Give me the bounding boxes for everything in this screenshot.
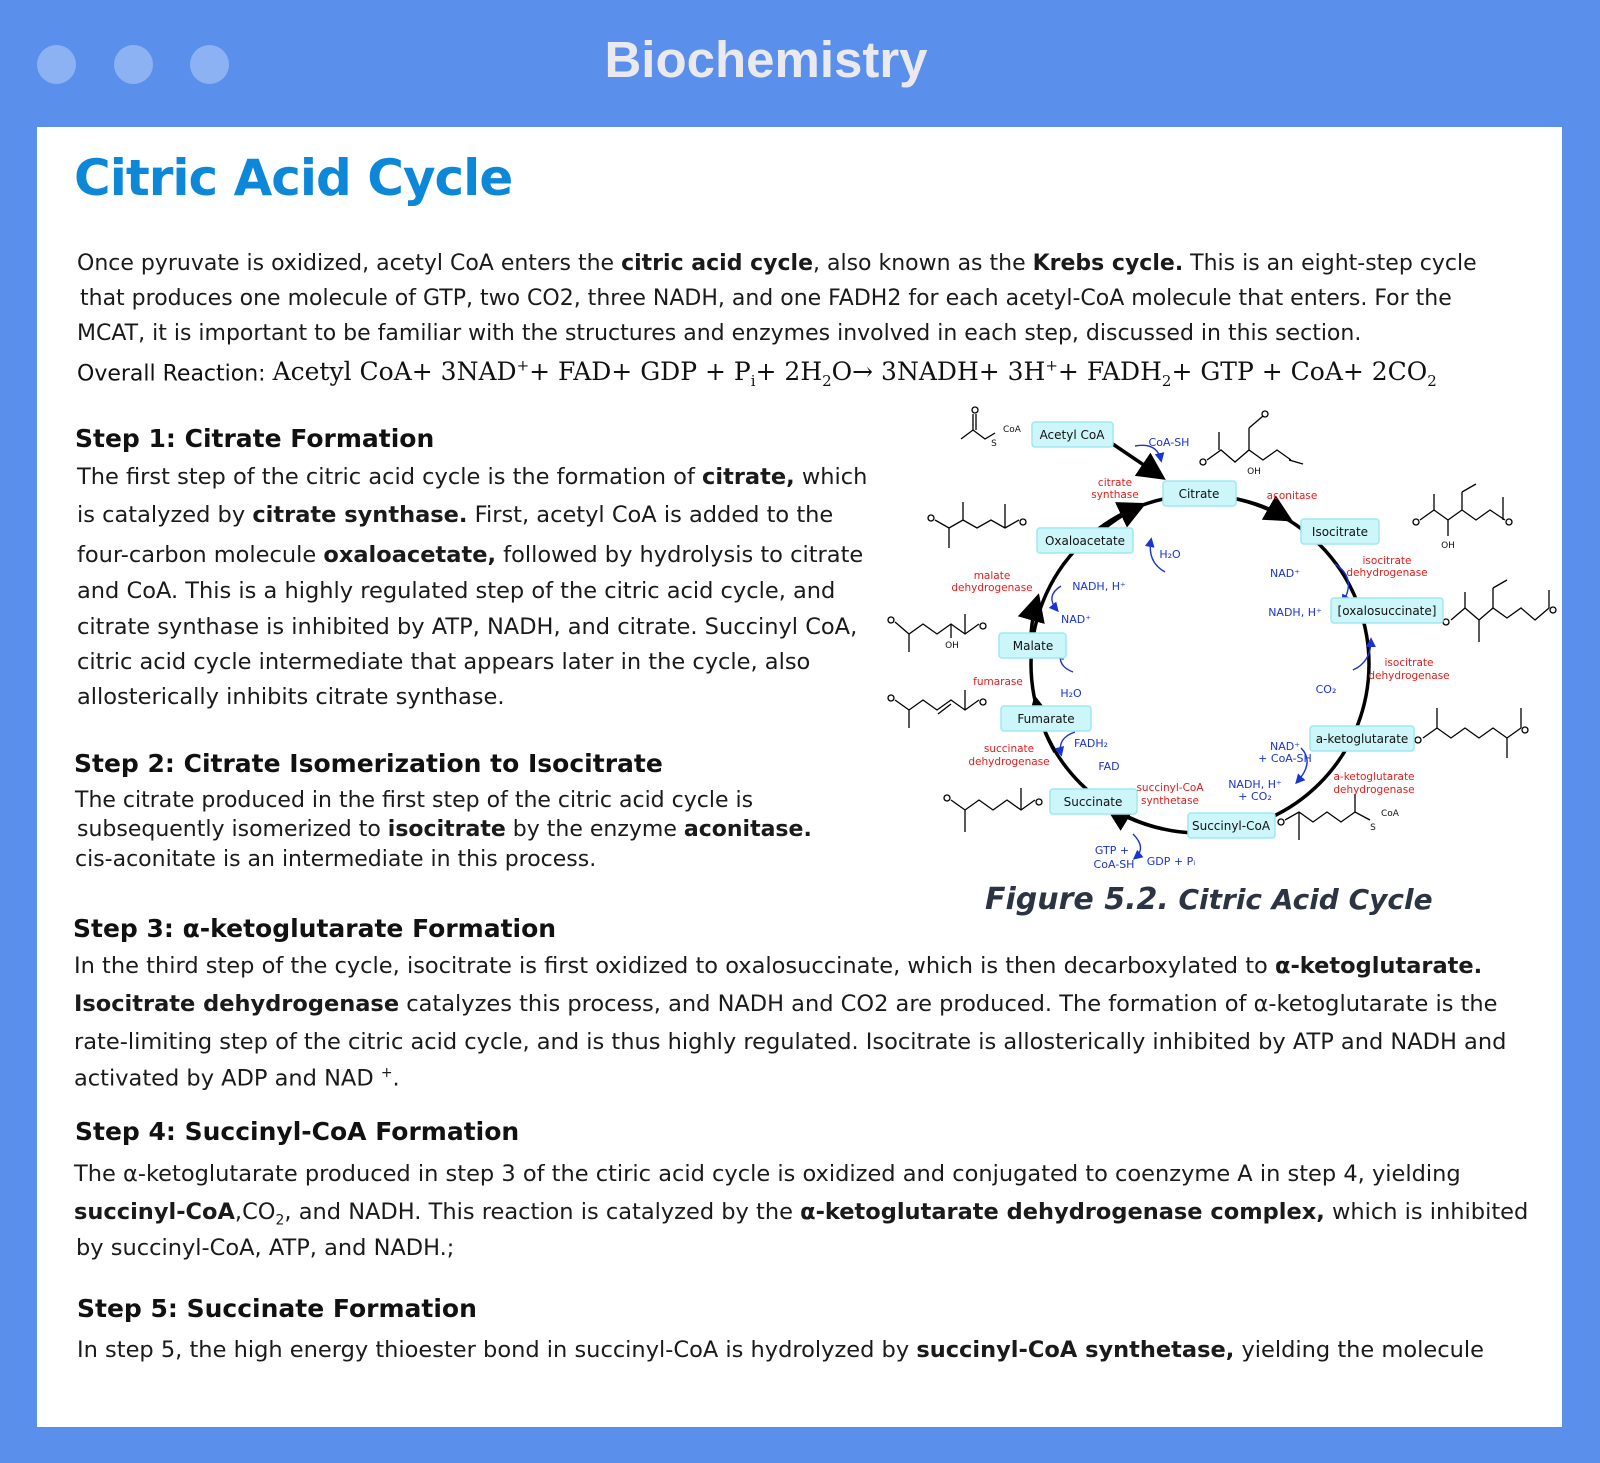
step4-heading: Step 4: Succinyl-CoA Formation (75, 1117, 520, 1146)
intermediate-succinyl-coa: Succinyl-CoA (1187, 812, 1276, 839)
window-titlebar: Biochemistry (0, 0, 1600, 127)
svg-text:H₂O: H₂O (1060, 687, 1082, 700)
step1-heading: Step 1: Citrate Formation (75, 424, 435, 453)
enzyme-fumarase: fumarase (973, 676, 1023, 688)
intro-paragraph: Once pyruvate is oxidized, acetyl CoA en… (77, 246, 1477, 351)
intro-line-3: MCAT, it is important to be familiar wit… (77, 321, 1362, 346)
enzyme-aconitase: aconitase (1267, 490, 1318, 502)
step2-paragraph: The citrate produced in the first step o… (75, 788, 812, 872)
svg-text:S: S (1370, 823, 1376, 833)
oxaloacetate-structure (927, 502, 1027, 548)
step5-paragraph: In step 5, the high energy thioester bon… (77, 1337, 1484, 1363)
enzyme-icdh-a-l2: dehydrogenase (1346, 567, 1427, 579)
svg-text:OH: OH (1247, 467, 1261, 477)
svg-text:Isocitrate: Isocitrate (1312, 525, 1368, 539)
step3-paragraph: In the third step of the cycle, isocitra… (74, 953, 1507, 1092)
enzyme-sdh-l2: dehydrogenase (968, 756, 1049, 768)
succinate-structure (943, 788, 1043, 832)
svg-text:H₂O: H₂O (1159, 548, 1181, 561)
svg-text:CO₂: CO₂ (1316, 683, 1337, 696)
svg-text:FADH₂: FADH₂ (1074, 737, 1108, 750)
svg-text:CoA: CoA (1003, 425, 1022, 435)
enzyme-scs-l1: succinyl-CoA (1136, 782, 1204, 794)
window-maximize-button[interactable] (190, 45, 229, 84)
malate-structure (887, 614, 987, 652)
citric-acid-cycle-diagram: S CoA OH OH (887, 406, 1557, 871)
svg-text:NADH, H⁺: NADH, H⁺ (1072, 580, 1126, 593)
svg-text:NAD⁺: NAD⁺ (1270, 740, 1300, 753)
svg-text:+ CO₂: + CO₂ (1238, 790, 1271, 803)
svg-text:a-ketoglutarate: a-ketoglutarate (1316, 732, 1409, 746)
svg-text:Fumarate: Fumarate (1017, 712, 1074, 726)
enzyme-scs-l2: synthetase (1141, 795, 1199, 807)
enzyme-akgdh-l1: a-ketoglutarate (1333, 771, 1414, 783)
intermediate-citrate: Citrate (1162, 480, 1237, 507)
window-minimize-button[interactable] (114, 45, 153, 84)
overall-reaction-equation: Acetyl CoA+ 3NAD++ FAD+ GDP + Pi+ 2H2O→ … (272, 357, 1437, 391)
window-title: Biochemistry (604, 31, 928, 88)
intro-line-2: that produces one molecule of GTP, two C… (80, 286, 1452, 311)
window-close-button[interactable] (37, 45, 76, 84)
enzyme-sdh-l1: succinate (984, 743, 1034, 755)
enzyme-icdh-a-l1: isocitrate (1363, 555, 1412, 567)
svg-text:Acetyl CoA: Acetyl CoA (1040, 428, 1106, 442)
page-title: Citric Acid Cycle (74, 149, 513, 207)
enzyme-citrate-synthase-l2: synthase (1091, 489, 1138, 501)
intermediate-isocitrate: Isocitrate (1300, 518, 1380, 545)
svg-text:FAD: FAD (1098, 760, 1119, 773)
intermediate-oxalosuccinate: [oxalosuccinate] (1330, 597, 1444, 624)
succinyl-coa-structure (1277, 794, 1371, 840)
step2-heading: Step 2: Citrate Isomerization to Isocitr… (74, 749, 663, 778)
fumarate-structure (887, 690, 987, 728)
svg-text:S: S (991, 439, 997, 449)
intermediate-fumarate: Fumarate (1000, 705, 1092, 732)
overall-reaction-label: Overall Reaction: (77, 361, 273, 387)
svg-text:NADH, H⁺: NADH, H⁺ (1268, 606, 1322, 619)
svg-text:Malate: Malate (1013, 639, 1053, 653)
figure-caption: Figure 5.2. Citric Acid Cycle (985, 882, 1433, 917)
step5-heading: Step 5: Succinate Formation (77, 1294, 477, 1323)
enzyme-akgdh-l2: dehydrogenase (1333, 784, 1414, 796)
enzyme-mdh-l2: dehydrogenase (951, 582, 1032, 594)
intermediate-oxaloacetate: Oxaloacetate (1036, 527, 1134, 554)
intermediate-succinate: Succinate (1049, 788, 1138, 815)
enzyme-icdh-b-l1: isocitrate (1385, 657, 1434, 669)
svg-text:Succinyl-CoA: Succinyl-CoA (1192, 819, 1271, 833)
citrate-structure (1199, 410, 1304, 466)
svg-text:CoA-SH: CoA-SH (1094, 858, 1135, 871)
svg-text:GTP +: GTP + (1095, 844, 1129, 857)
intermediate-acetyl-coa: Acetyl CoA (1031, 421, 1114, 448)
citric-acid-cycle-figure: S CoA OH OH (865, 402, 1562, 922)
svg-text:Citrate: Citrate (1179, 487, 1220, 501)
intermediate-a-ketoglutarate: a-ketoglutarate (1309, 725, 1415, 752)
enzyme-citrate-synthase-l1: citrate (1098, 477, 1132, 489)
isocitrate-structure (1412, 483, 1513, 536)
svg-text:NADH, H⁺: NADH, H⁺ (1228, 778, 1282, 791)
step3-heading: Step 3: α-ketoglutarate Formation (73, 914, 557, 943)
enzyme-mdh-l1: malate (974, 570, 1011, 582)
svg-text:OH: OH (945, 641, 959, 651)
svg-text:GDP + Pᵢ: GDP + Pᵢ (1147, 855, 1195, 868)
intermediate-malate: Malate (998, 632, 1067, 659)
intro-line-1: Once pyruvate is oxidized, acetyl CoA en… (77, 251, 1477, 276)
oxalosuccinate-structure (1442, 579, 1557, 642)
step4-paragraph: The α-ketoglutarate produced in step 3 o… (74, 1161, 1529, 1261)
step1-paragraph: The first step of the citric acid cycle … (77, 464, 868, 710)
svg-text:NAD⁺: NAD⁺ (1270, 567, 1300, 580)
svg-text:Succinate: Succinate (1064, 795, 1123, 809)
a-ketoglutarate-structure (1414, 708, 1529, 758)
svg-text:+ CoA-SH: + CoA-SH (1258, 752, 1312, 765)
enzyme-icdh-b-l2: dehydrogenase (1368, 670, 1449, 682)
svg-text:OH: OH (1441, 541, 1455, 551)
svg-text:CoA: CoA (1381, 809, 1400, 819)
svg-text:[oxalosuccinate]: [oxalosuccinate] (1338, 604, 1437, 618)
svg-text:NAD⁺: NAD⁺ (1061, 613, 1091, 626)
svg-text:Oxaloacetate: Oxaloacetate (1045, 534, 1125, 548)
acetyl-coa-structure (960, 406, 996, 440)
document-page: Citric Acid Cycle Once pyruvate is oxidi… (37, 127, 1562, 1427)
overall-reaction: Overall Reaction: Acetyl CoA+ 3NAD++ FAD… (77, 357, 1437, 390)
svg-text:CoA-SH: CoA-SH (1149, 436, 1190, 449)
